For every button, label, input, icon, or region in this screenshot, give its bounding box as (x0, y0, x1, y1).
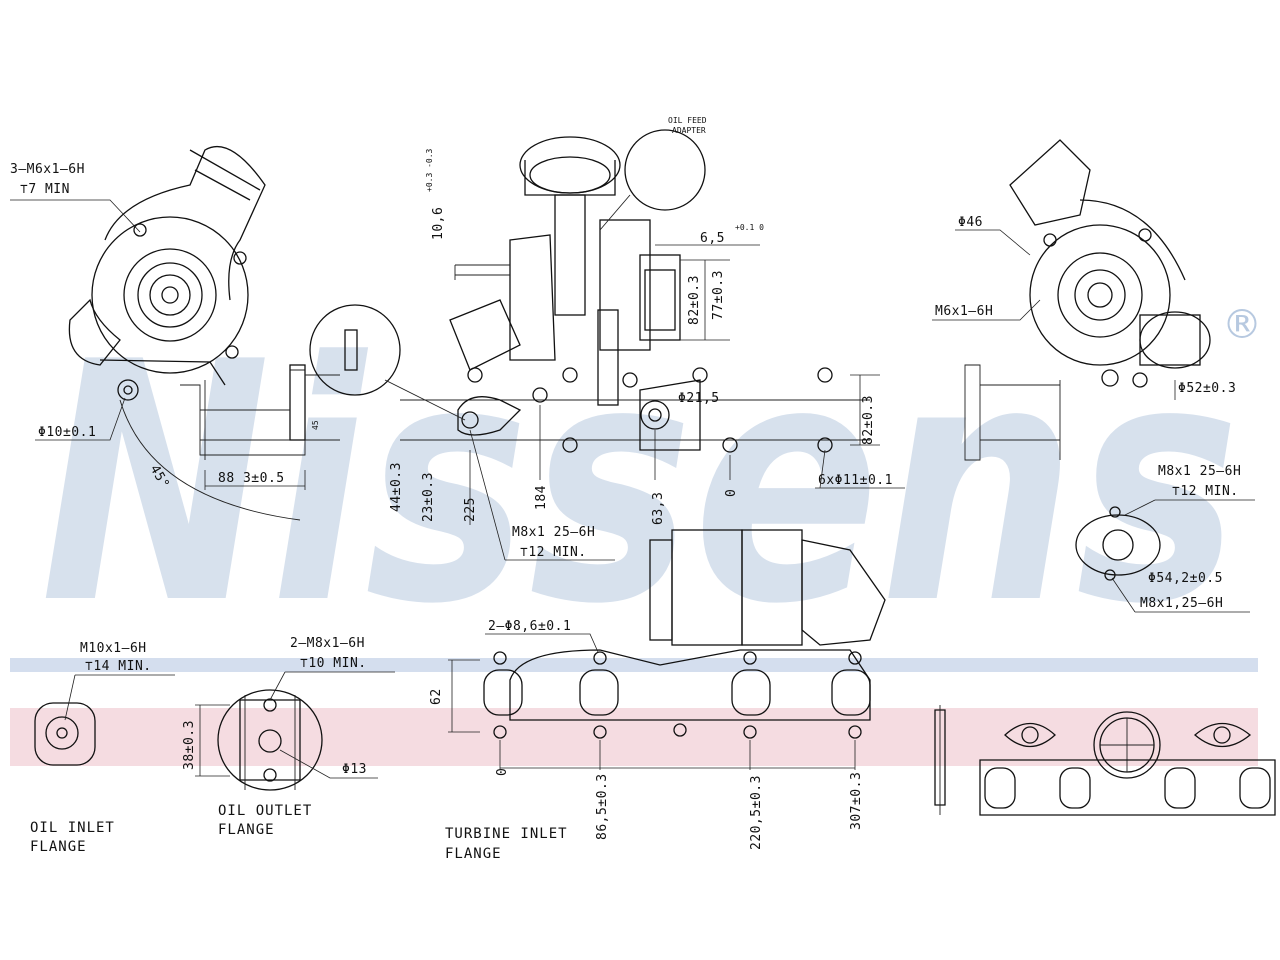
callout-dim-63-3: 63,3 (651, 492, 666, 525)
callout-thread-m8-right: M8x1 25–6H (1158, 464, 1241, 479)
callout-thread-m8-right2: M8x1,25–6H (1140, 596, 1223, 611)
callout-dim-88-3: 88 3±0.5 (218, 471, 285, 486)
callout-dim-62: 62 (429, 688, 444, 705)
oil-outlet-flange-view (217, 689, 323, 791)
watermark-band-blue (10, 658, 1258, 672)
label-turbine-inlet-2: FLANGE (445, 846, 502, 862)
label-oil-outlet-1: OIL OUTLET (218, 803, 312, 819)
compressor-side-view (68, 145, 340, 521)
watermark-band-pink (10, 708, 1258, 766)
callout-dia-54-2: Φ54,2±0.5 (1148, 571, 1223, 586)
callout-dim-184: 184 (534, 485, 549, 510)
gasket-kit (934, 705, 1276, 816)
callout-dim-86-5: 86,5±0.3 (595, 773, 610, 840)
callout-dim-23: 23±0.3 (421, 472, 436, 522)
callout-dim-6-5: 6,5 (700, 231, 725, 246)
callout-top-left-thread: 3–M6x1–6H (10, 162, 85, 177)
callout-dim-6-5-tol: +0.1 0 (735, 223, 764, 232)
label-oil-outlet-2: FLANGE (218, 822, 275, 838)
callout-depth-12-center: ⊤12 MIN. (520, 545, 587, 560)
callout-oil-feed-1: OIL FEED (668, 116, 707, 125)
callout-dim-45-small: 45 (311, 420, 320, 430)
callout-thread-m6-right: M6x1–6H (935, 304, 993, 319)
callout-top-left-depth: ⊤7 MIN (20, 182, 70, 197)
callout-dia-52: Φ52±0.3 (1178, 381, 1236, 396)
callout-oil-feed-2: ADAPTER (672, 126, 706, 135)
callout-oil-outlet-thread: 2–M8x1–6H (290, 636, 365, 651)
callout-oil-outlet-depth: ⊤10 MIN. (300, 656, 367, 671)
oil-inlet-flange-view (34, 702, 96, 766)
label-oil-inlet-1: OIL INLET (30, 820, 115, 836)
callout-turbine-holes: 2–Φ8,6±0.1 (488, 619, 571, 634)
callout-dim-220-5: 220,5±0.3 (749, 775, 764, 850)
label-oil-inlet-2: FLANGE (30, 839, 87, 855)
callout-oil-inlet-depth: ⊤14 MIN. (85, 659, 152, 674)
callout-dim-82: 82±0.3 (687, 275, 702, 325)
callout-dia-13: Φ13 (342, 762, 367, 777)
callout-dim-44: 44±0.3 (389, 462, 404, 512)
callout-dia-10: Φ10±0.1 (38, 425, 96, 440)
turbine-body-view (483, 529, 886, 739)
callout-dia-46: Φ46 (958, 215, 983, 230)
callout-dim-82-right: 82±0.3 (861, 395, 876, 445)
callout-oil-inlet-thread: M10x1–6H (80, 641, 147, 656)
side-elevation-view (309, 129, 870, 453)
callout-dim-307: 307±0.3 (849, 772, 864, 830)
callout-dim-10-6-tol: +0.3 -0.3 (425, 148, 434, 192)
label-turbine-inlet-1: TURBINE INLET (445, 826, 568, 842)
registered-mark: ® (1222, 302, 1262, 348)
callout-dim-10-6: 10,6 (431, 207, 446, 240)
callout-dim-bottom-0: 0 (495, 768, 510, 776)
callout-dim-77: 77±0.3 (711, 270, 726, 320)
callout-dim-225: 225 (463, 497, 478, 522)
callout-thread-m8-center: M8x1 25–6H (512, 525, 595, 540)
callout-dim-21-5: Φ21,5 (678, 391, 720, 406)
callout-dim-0: 0 (724, 489, 739, 497)
callout-depth-12-right: ⊤12 MIN. (1172, 484, 1239, 499)
watermark-logo: Nissens (40, 292, 1240, 676)
turbine-side-view (964, 139, 1211, 581)
callout-holes-6x11: 6xΦ11±0.1 (818, 473, 893, 488)
callout-dim-38: 38±0.3 (182, 720, 197, 770)
